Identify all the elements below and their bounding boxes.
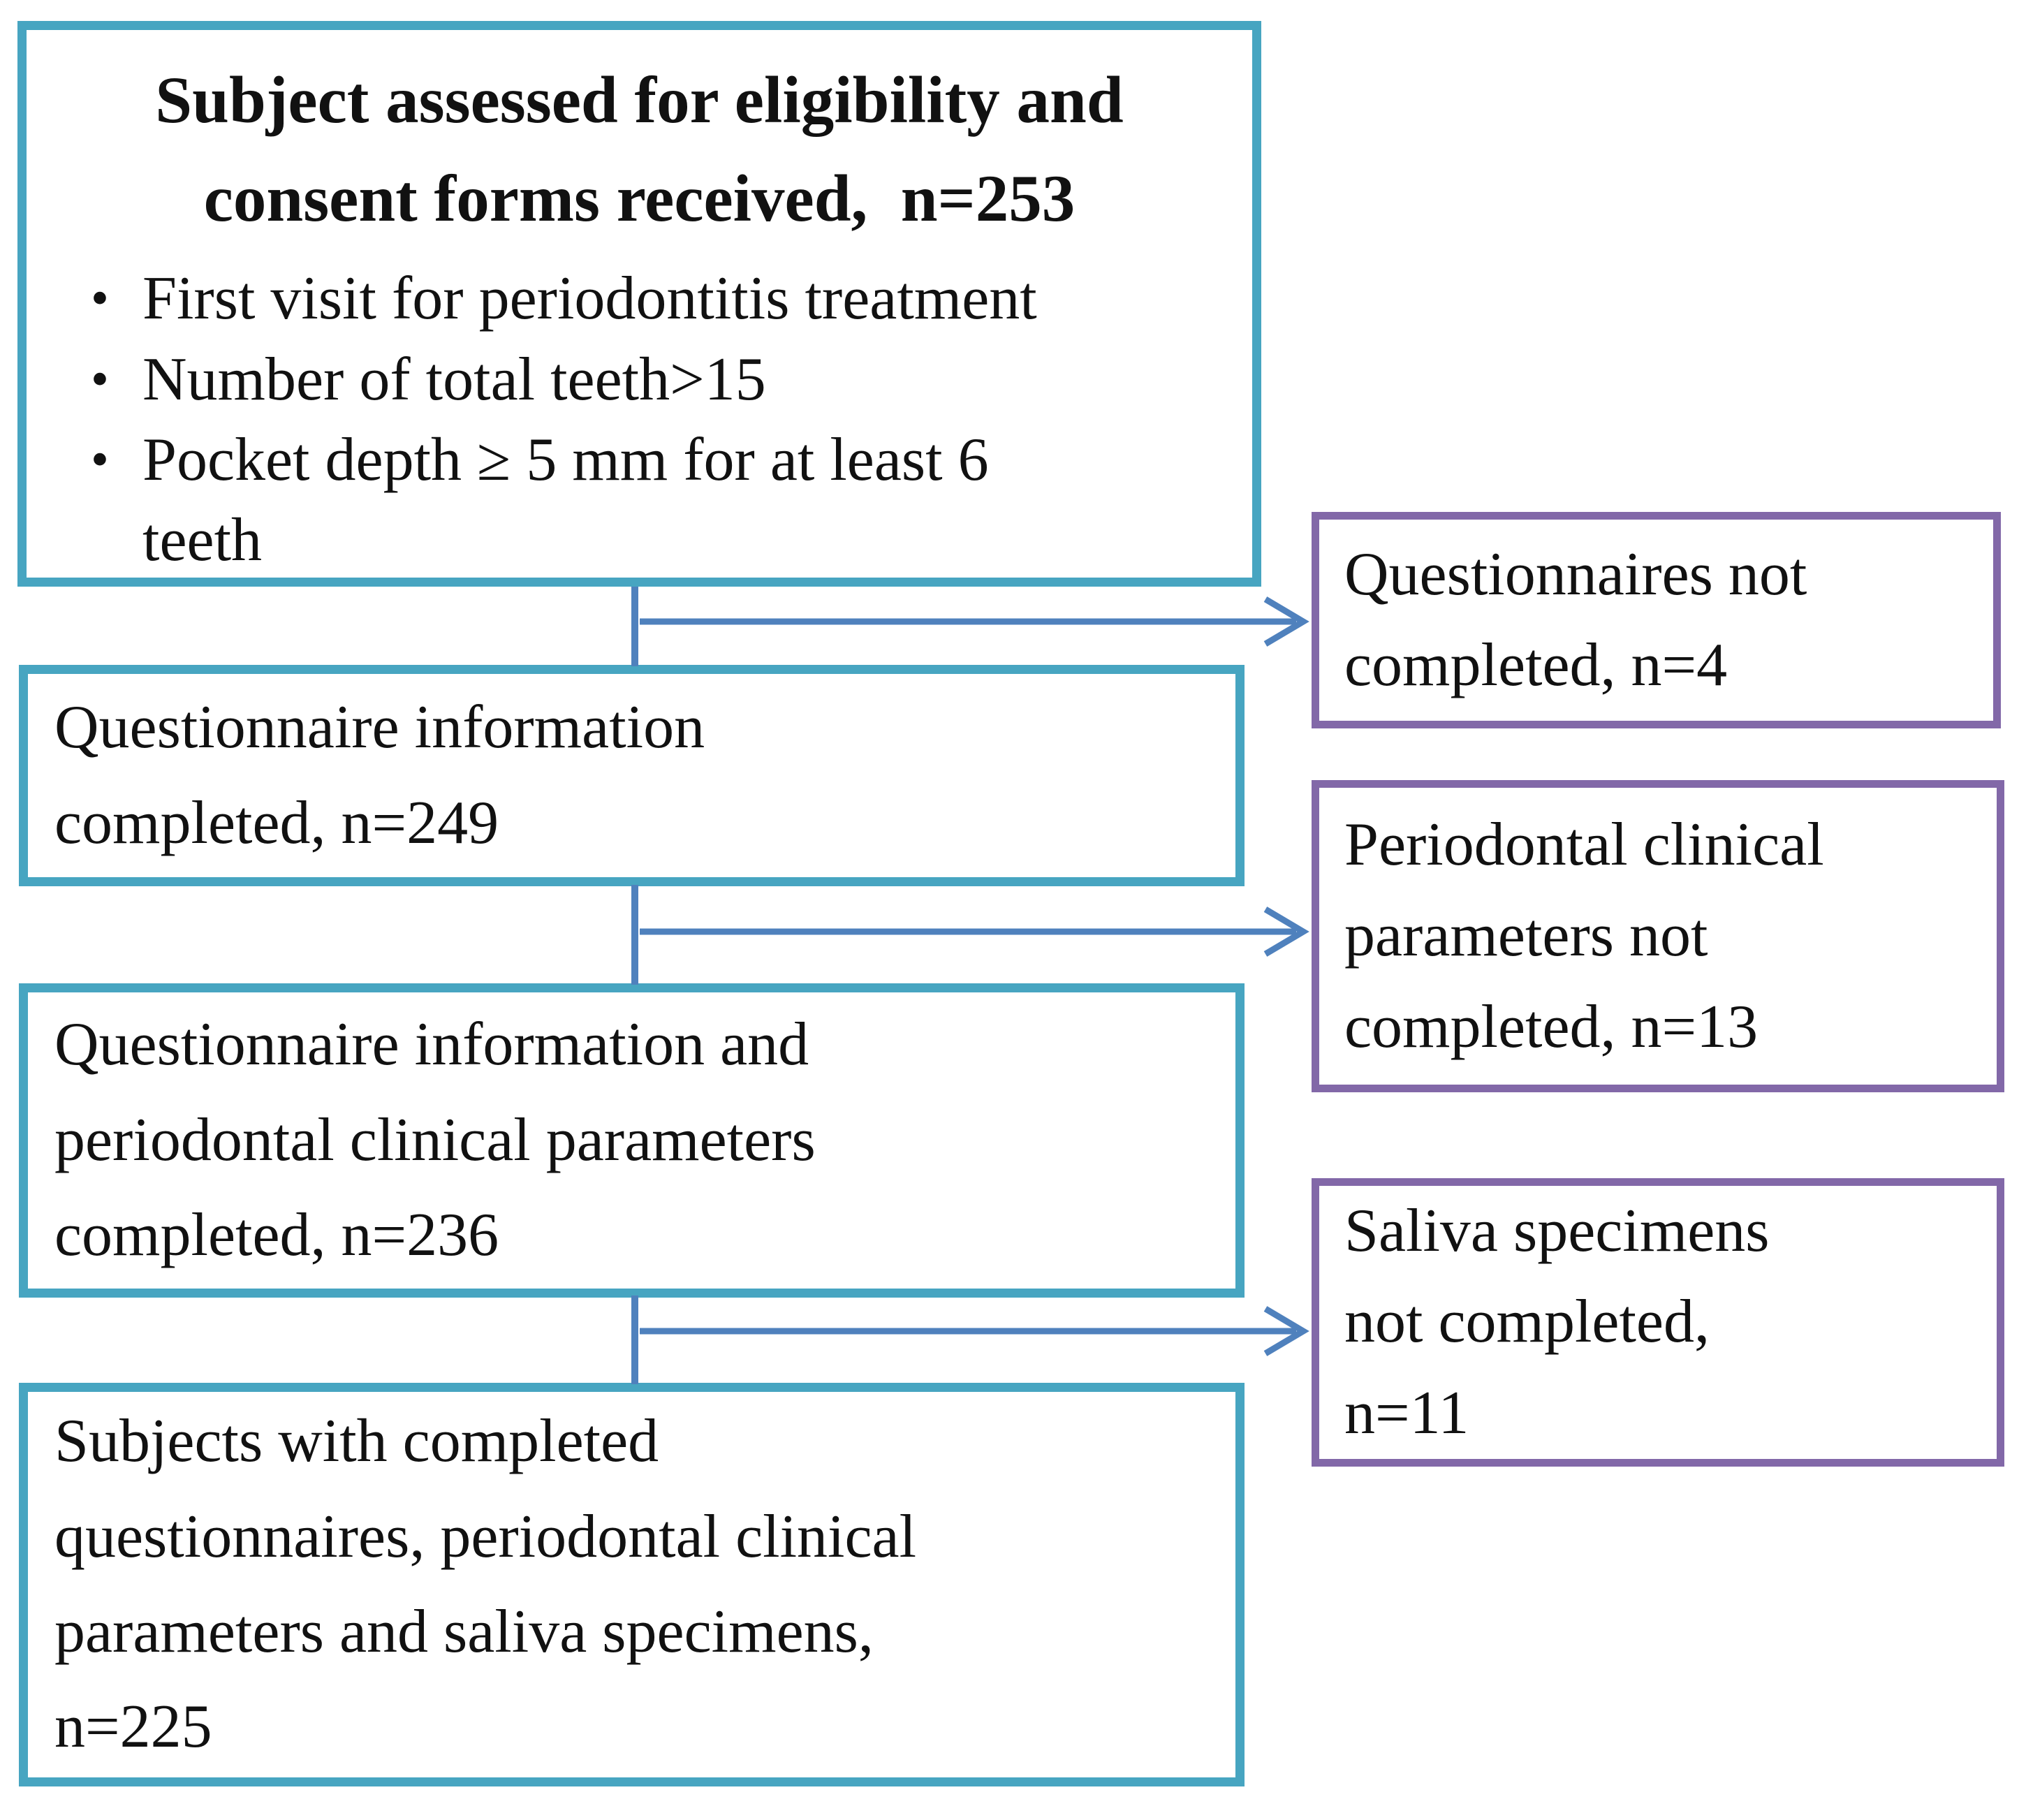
text-line: teeth	[142, 506, 263, 575]
flow-box-questionnaire-and-clinical-completed: Questionnaire information and periodonta…	[19, 983, 1245, 1298]
bullet-list: • First visit for periodontitis treatmen…	[54, 258, 1224, 580]
text-line: consent forms received, n=253	[203, 161, 1076, 235]
bullet-text: Number of total teeth>15	[142, 339, 766, 420]
text-line: completed, n=236	[54, 1201, 499, 1270]
text-line: parameters and saliva specimens,	[54, 1598, 874, 1666]
text-line: n=225	[54, 1693, 212, 1761]
text-line: First visit for periodontitis treatment	[142, 265, 1037, 333]
text-line: Subject assessed for eligibility and	[155, 63, 1124, 137]
exclusion-box-clinical-parameters: Periodontal clinical parameters not comp…	[1312, 780, 2004, 1092]
text-line: completed, n=4	[1344, 631, 1728, 699]
text-line: Saliva specimens	[1344, 1197, 1770, 1265]
text-line: Number of total teeth>15	[142, 345, 766, 413]
bullet-item: • Number of total teeth>15	[91, 339, 1224, 420]
arrow-head-icon	[1263, 596, 1309, 647]
text-line: completed, n=249	[54, 788, 499, 857]
text-line: Periodontal clinical	[1344, 811, 1824, 879]
text-line: not completed,	[1344, 1288, 1710, 1356]
arrow-head-icon	[1263, 907, 1309, 957]
text-line: Questionnaire information and	[54, 1011, 809, 1079]
bullet-icon: •	[91, 270, 109, 328]
text-line: Questionnaires not	[1344, 540, 1807, 608]
text-line: questionnaires, periodontal clinical	[54, 1502, 917, 1571]
flow-box-all-completed: Subjects with completed questionnaires, …	[19, 1383, 1245, 1786]
exclusion-box-saliva: Saliva specimens not completed, n=11	[1312, 1178, 2004, 1467]
bullet-item: • Pocket depth ≥ 5 mm for at least 6 tee…	[91, 420, 1224, 581]
bullet-text: Pocket depth ≥ 5 mm for at least 6 teeth	[142, 420, 989, 581]
flow-box-eligibility: Subject assessed for eligibility and con…	[17, 21, 1261, 587]
text-line: periodontal clinical parameters	[54, 1106, 816, 1174]
text-line: Pocket depth ≥ 5 mm for at least 6	[142, 426, 989, 494]
vertical-connector-1	[631, 587, 638, 666]
arrow-to-exclusion-clinical-parameters	[640, 907, 1309, 957]
bullet-icon: •	[91, 431, 109, 489]
text-line: n=11	[1344, 1379, 1469, 1447]
vertical-connector-3	[631, 1296, 638, 1384]
vertical-connector-2	[631, 885, 638, 985]
text-line: Questionnaire information	[54, 693, 705, 762]
arrow-to-exclusion-questionnaires	[640, 596, 1309, 647]
flow-box-questionnaire-completed: Questionnaire information completed, n=2…	[19, 665, 1245, 886]
arrow-to-exclusion-saliva	[640, 1306, 1309, 1356]
text-line: parameters not	[1344, 902, 1708, 970]
arrow-head-icon	[1263, 1306, 1309, 1356]
bullet-item: • First visit for periodontitis treatmen…	[91, 258, 1224, 339]
exclusion-box-questionnaires: Questionnaires not completed, n=4	[1312, 512, 2001, 728]
bullet-icon: •	[91, 350, 109, 408]
box-title: Subject assessed for eligibility and con…	[54, 51, 1224, 247]
text-line: Subjects with completed	[54, 1407, 659, 1476]
text-line: completed, n=13	[1344, 992, 1759, 1061]
bullet-text: First visit for periodontitis treatment	[142, 258, 1037, 339]
